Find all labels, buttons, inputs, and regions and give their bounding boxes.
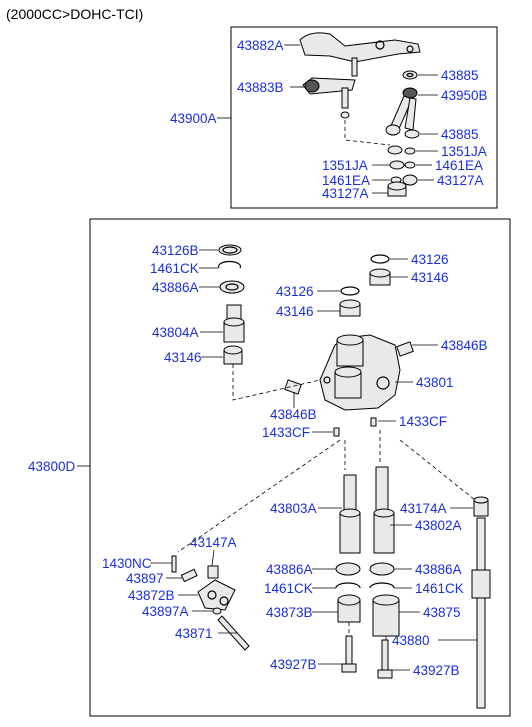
lever-43882A [299, 32, 421, 77]
label-43886A-left: 43886A [266, 562, 313, 577]
housing-43801 [319, 334, 401, 411]
label-43886A-right: 43886A [415, 562, 462, 577]
bolts-43927B [341, 635, 393, 679]
label-43883B: 43883B [237, 80, 284, 95]
assembly-43900A-frame [230, 26, 498, 209]
seal-43126-right [370, 254, 390, 264]
label-1461EA-right: 1461EA [435, 158, 483, 173]
pin-43846B-right [396, 341, 414, 357]
label-43875: 43875 [423, 605, 461, 620]
label-43147A: 43147A [190, 535, 237, 550]
label-43146-center: 43146 [276, 304, 314, 319]
label-43927B-left: 43927B [270, 657, 317, 672]
label-43885: 43885 [441, 68, 479, 83]
bearing-43886A [219, 280, 245, 294]
label-43804A: 43804A [152, 325, 199, 340]
shaft-43802A [373, 466, 395, 554]
label-43126-right: 43126 [411, 252, 449, 267]
label-43846B-left: 43846B [270, 407, 317, 422]
washer-43885-top [402, 70, 418, 80]
lever-43883B [302, 77, 356, 119]
label-43882A: 43882A [237, 38, 284, 53]
label-43900A: 43900A [170, 111, 217, 126]
label-1351JA-right: 1351JA [441, 144, 487, 159]
seal-43126B [218, 244, 242, 256]
gear-43873B [337, 594, 361, 623]
washer-43885-lower [404, 129, 420, 139]
diagram-header: (2000CC>DOHC-TCI) [6, 6, 144, 22]
label-43950B: 43950B [441, 88, 488, 103]
seal-43126-center [340, 286, 360, 296]
assembly-43800D-frame [89, 218, 511, 717]
label-43897: 43897 [126, 571, 164, 586]
label-1461CK-right: 1461CK [415, 581, 464, 596]
label-43886A: 43886A [152, 280, 199, 295]
bolt-1433CF [333, 417, 377, 437]
washer-1351JA [387, 145, 416, 170]
label-1461CK: 1461CK [150, 261, 199, 276]
label-43846B-right: 43846B [441, 338, 488, 353]
label-43801: 43801 [416, 375, 454, 390]
label-1430NC: 1430NC [102, 556, 152, 571]
bushing-43127A [387, 174, 418, 197]
label-1351JA-left: 1351JA [322, 158, 368, 173]
gear-43875 [372, 594, 400, 637]
label-1433CF-right: 1433CF [399, 414, 447, 429]
label-43146-left: 43146 [164, 350, 202, 365]
label-43127A-left: 43127A [322, 186, 369, 201]
shaft-43803A [339, 474, 361, 554]
label-43897A: 43897A [142, 604, 189, 619]
label-1461CK-left: 1461CK [264, 581, 313, 596]
dashed-guides [177, 120, 476, 640]
label-43871: 43871 [175, 626, 213, 641]
part-labels: 43882A 43885 43883B 43950B 43900A 43885 … [28, 38, 488, 678]
label-43126B: 43126B [152, 243, 199, 258]
bearings-43886A-lower [335, 562, 395, 576]
bearing-43146-center [339, 299, 361, 317]
needle-bearing-43146-left [223, 345, 243, 365]
shaft-43804A [223, 304, 245, 343]
link-43950B [385, 87, 418, 136]
label-43873B: 43873B [266, 605, 313, 620]
label-43872B: 43872B [128, 588, 175, 603]
pin-43846B-left [284, 379, 302, 395]
snap-ring-1461CK [217, 260, 242, 269]
label-43927B-right: 43927B [413, 663, 460, 678]
label-43803A: 43803A [270, 501, 317, 516]
label-43127A-right: 43127A [437, 173, 484, 188]
label-1433CF-left: 1433CF [262, 425, 310, 440]
leader-lines [77, 44, 477, 671]
label-43885-lower: 43885 [441, 127, 479, 142]
label-43174A: 43174A [400, 501, 447, 516]
label-43126-center: 43126 [276, 284, 314, 299]
label-43802A: 43802A [415, 518, 462, 533]
label-1461EA-left: 1461EA [322, 173, 370, 188]
label-43146-right: 43146 [411, 270, 449, 285]
label-43800D: 43800D [28, 459, 76, 474]
bearing-43146-right [369, 268, 391, 286]
label-43880: 43880 [392, 633, 430, 648]
snap-rings-1461CK-lower [335, 582, 395, 589]
rod-43880 [471, 496, 491, 709]
